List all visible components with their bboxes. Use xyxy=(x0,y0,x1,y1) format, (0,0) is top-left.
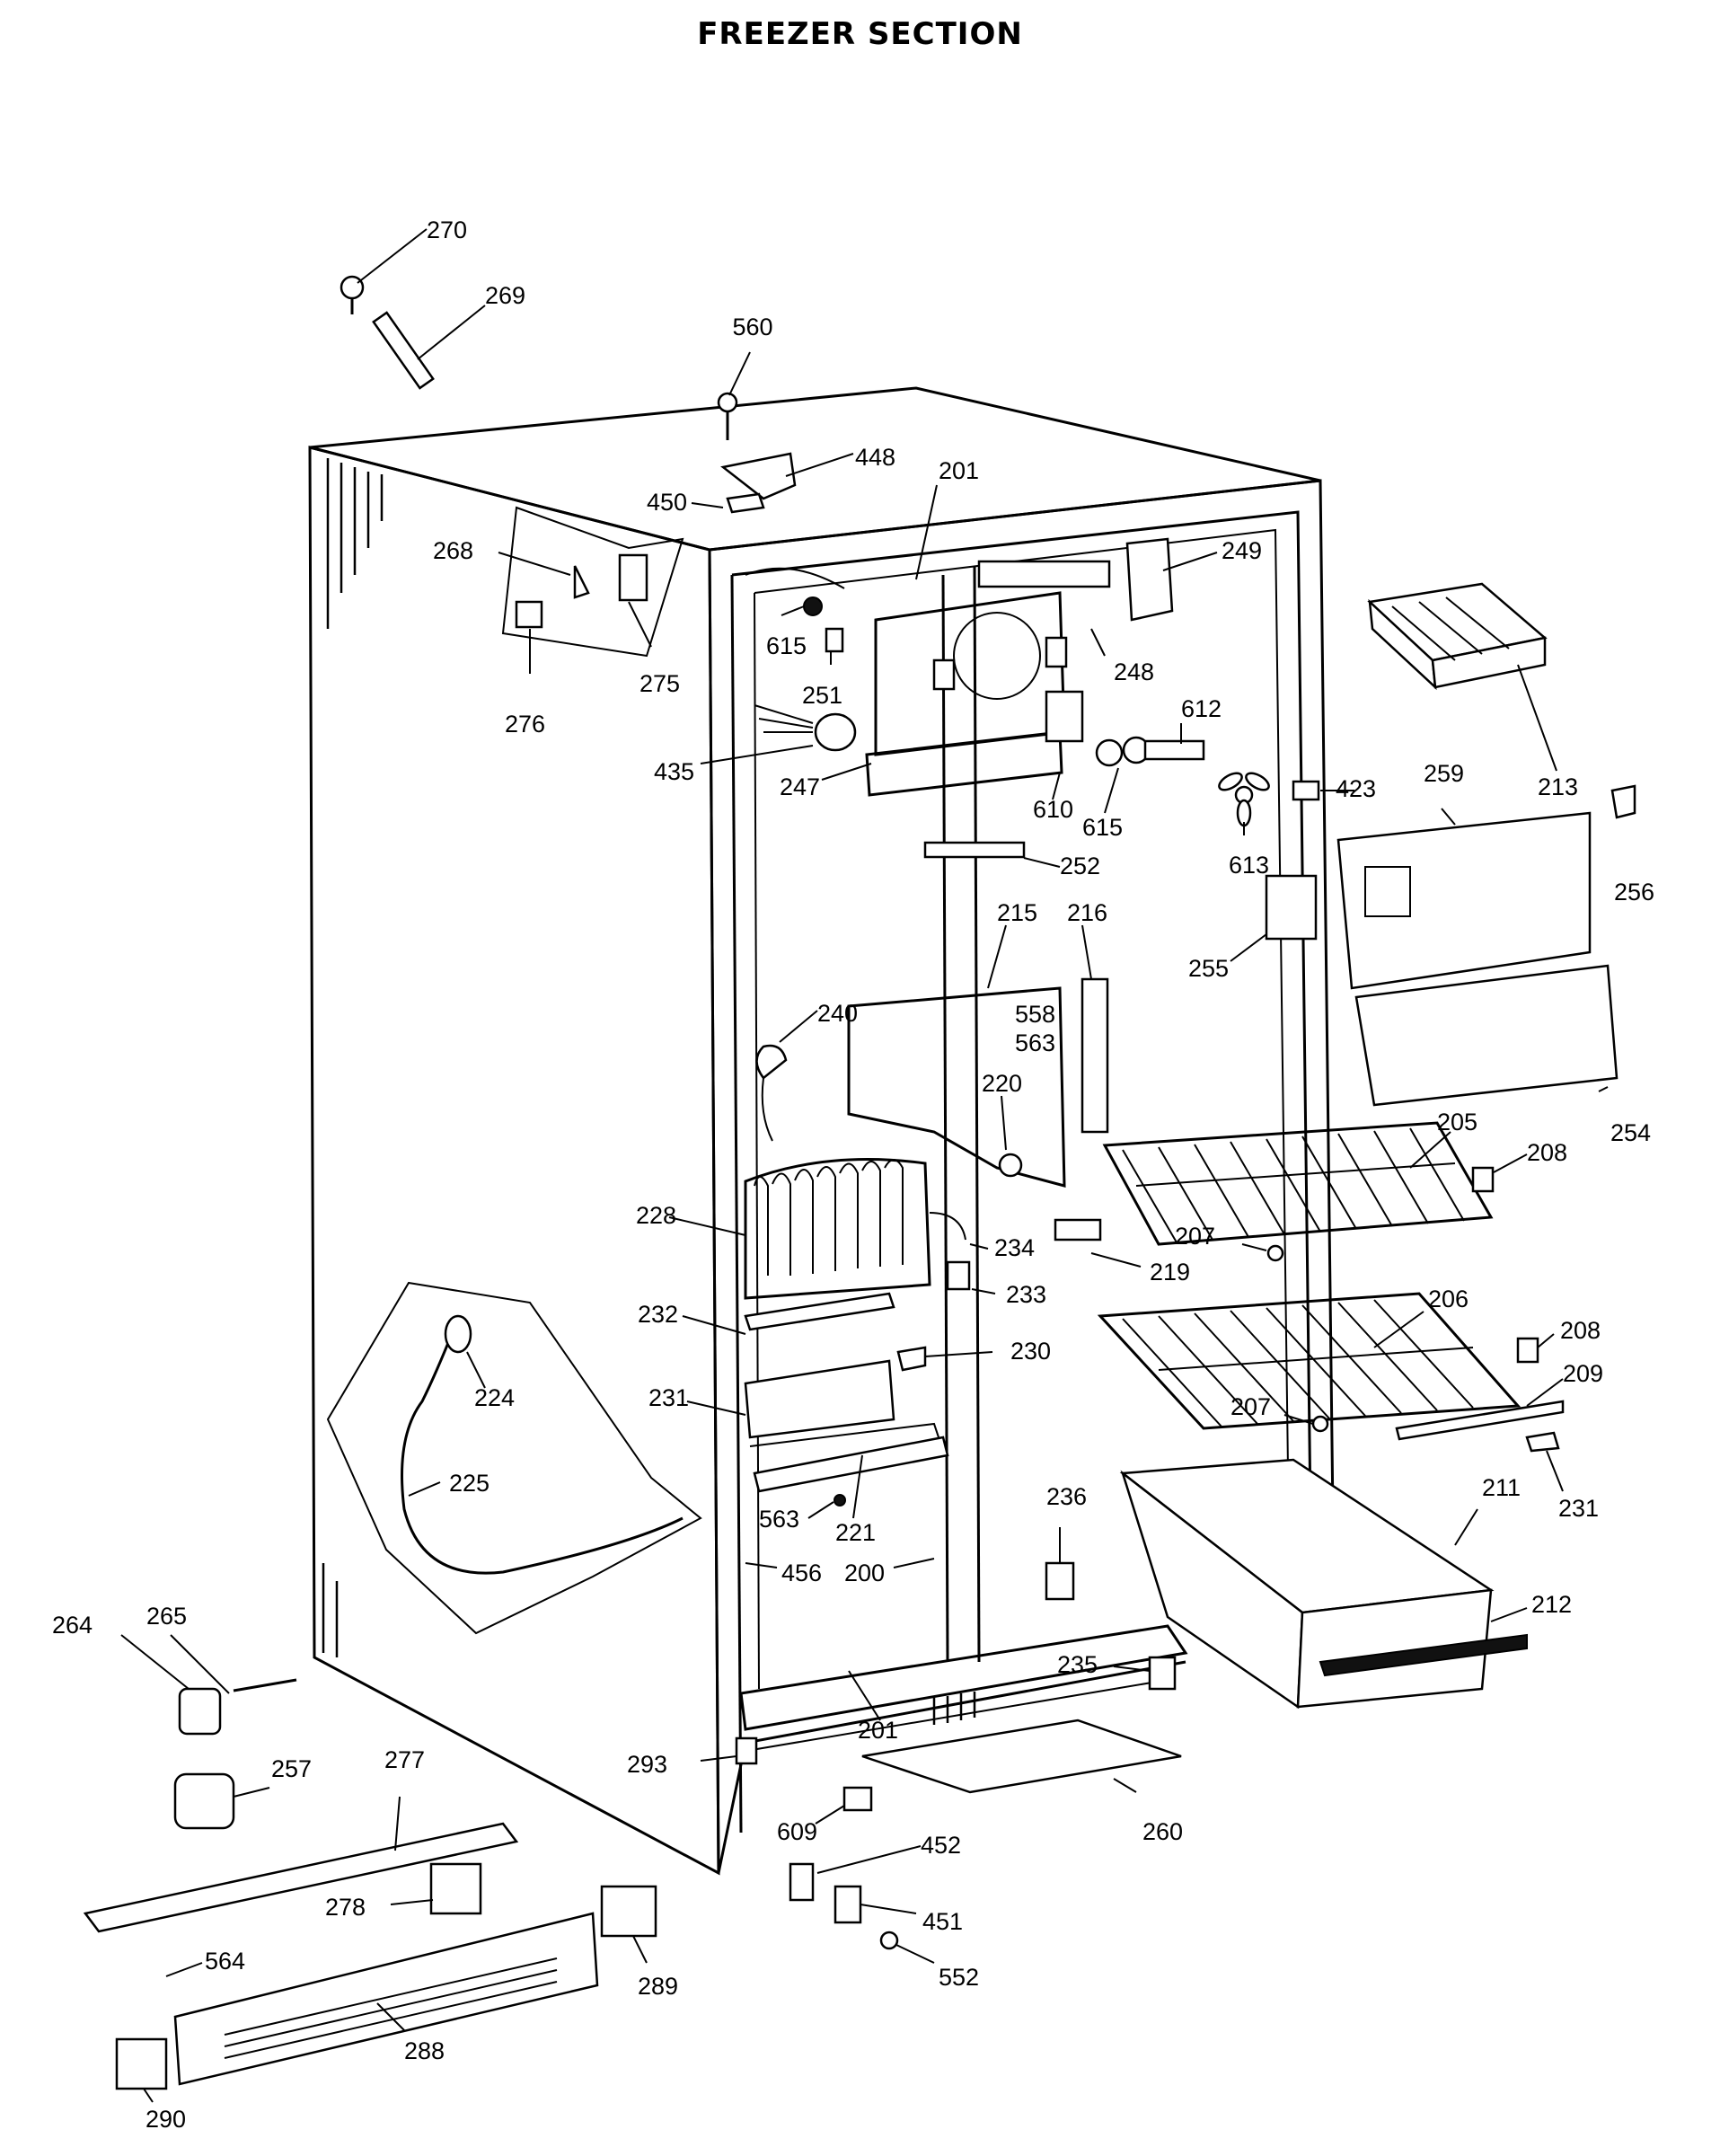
callout-278: 278 xyxy=(325,1894,366,1921)
callout-256: 256 xyxy=(1614,879,1654,906)
callout-288: 288 xyxy=(404,2037,445,2064)
callout-221: 221 xyxy=(835,1519,876,1546)
callout-233: 233 xyxy=(1006,1281,1046,1308)
ice-tray xyxy=(1367,582,1548,691)
callout-247: 247 xyxy=(780,773,820,800)
page-title: FREEZER SECTION xyxy=(697,16,1023,52)
callout-423: 423 xyxy=(1336,775,1376,802)
callout-257: 257 xyxy=(271,1755,312,1782)
callout-293: 293 xyxy=(627,1751,667,1778)
callout-612: 612 xyxy=(1181,695,1222,722)
rear-baffle-duct xyxy=(755,977,1109,1188)
callout-216: 216 xyxy=(1067,899,1107,926)
callout-276: 276 xyxy=(505,711,545,738)
callout-252: 252 xyxy=(1060,853,1100,879)
callout-225: 225 xyxy=(449,1470,490,1497)
callout-289: 289 xyxy=(638,1973,678,2000)
callout-209: 209 xyxy=(1563,1360,1603,1387)
callout-228: 228 xyxy=(636,1202,676,1229)
callout-615-lower: 615 xyxy=(1082,814,1123,841)
callout-249: 249 xyxy=(1222,537,1262,564)
callout-231-right: 231 xyxy=(1558,1495,1599,1522)
callout-213: 213 xyxy=(1538,773,1578,800)
callout-552: 552 xyxy=(939,1964,979,1991)
callout-248: 248 xyxy=(1114,658,1154,685)
callout-234: 234 xyxy=(994,1234,1035,1261)
callout-235: 235 xyxy=(1057,1651,1098,1678)
callout-211: 211 xyxy=(1482,1474,1521,1501)
callout-232: 232 xyxy=(638,1301,678,1328)
callout-456: 456 xyxy=(781,1560,822,1586)
callout-448: 448 xyxy=(855,444,895,471)
callout-563-upper: 563 xyxy=(1015,1029,1055,1056)
callout-208-lower: 208 xyxy=(1560,1317,1601,1344)
callout-450: 450 xyxy=(647,489,687,516)
leader-lines xyxy=(120,228,1609,2103)
callout-290: 290 xyxy=(146,2106,186,2133)
callout-452: 452 xyxy=(921,1832,961,1859)
callout-435: 435 xyxy=(654,758,694,785)
callout-260: 260 xyxy=(1142,1818,1183,1845)
callout-563-lower: 563 xyxy=(759,1506,799,1533)
callout-224: 224 xyxy=(474,1384,515,1411)
callout-201-top: 201 xyxy=(939,457,979,484)
callout-277: 277 xyxy=(384,1746,425,1773)
callout-610: 610 xyxy=(1033,796,1073,823)
top-hinge-parts xyxy=(340,275,797,514)
lower-parts xyxy=(735,1561,1182,1950)
callout-220: 220 xyxy=(982,1070,1022,1097)
grille-kickplate xyxy=(83,1678,657,2090)
fan-blade-light xyxy=(1218,772,1320,941)
freezer-basket xyxy=(1119,1458,1528,1710)
callout-265: 265 xyxy=(146,1603,187,1630)
wire-shelves xyxy=(1054,1121,1565,1453)
callout-269: 269 xyxy=(485,282,525,309)
evaporator-fan-assembly xyxy=(745,537,1205,859)
drain-hose-panel xyxy=(326,1281,702,1635)
callout-207-upper: 207 xyxy=(1175,1223,1215,1250)
callout-230: 230 xyxy=(1010,1338,1051,1365)
callout-212: 212 xyxy=(1531,1591,1572,1618)
callout-558: 558 xyxy=(1015,1001,1055,1028)
callout-200: 200 xyxy=(844,1560,885,1586)
callout-206: 206 xyxy=(1428,1286,1469,1312)
callout-615-upper: 615 xyxy=(766,632,807,659)
callout-205: 205 xyxy=(1437,1109,1477,1135)
callout-231-left: 231 xyxy=(648,1384,689,1411)
cabinet-shell xyxy=(308,386,1336,1876)
callout-240: 240 xyxy=(817,1000,858,1027)
callout-219: 219 xyxy=(1150,1259,1190,1286)
ice-compartment xyxy=(1336,784,1636,1107)
callout-207-lower: 207 xyxy=(1230,1393,1271,1420)
callout-275: 275 xyxy=(639,670,680,697)
callout-270: 270 xyxy=(427,216,467,243)
drain-heater xyxy=(744,1292,949,1507)
callout-labels: 270 269 560 448 450 201 249 268 615 251 … xyxy=(52,216,1654,2133)
callout-208-upper: 208 xyxy=(1527,1139,1567,1166)
callout-613: 613 xyxy=(1229,852,1269,879)
callout-264: 264 xyxy=(52,1612,93,1639)
callout-560: 560 xyxy=(732,314,772,340)
callout-259: 259 xyxy=(1424,760,1464,787)
callout-251: 251 xyxy=(802,682,842,709)
callout-254: 254 xyxy=(1610,1119,1651,1146)
callout-215: 215 xyxy=(997,899,1037,926)
evaporator-coil xyxy=(744,1158,971,1300)
callout-564: 564 xyxy=(205,1948,245,1975)
callout-268: 268 xyxy=(433,537,473,564)
callout-255: 255 xyxy=(1188,955,1229,982)
callout-609: 609 xyxy=(777,1818,817,1845)
callout-451: 451 xyxy=(922,1908,963,1935)
callout-201-bottom: 201 xyxy=(858,1717,898,1744)
temperature-control-housing xyxy=(501,506,684,658)
callout-236: 236 xyxy=(1046,1483,1087,1510)
